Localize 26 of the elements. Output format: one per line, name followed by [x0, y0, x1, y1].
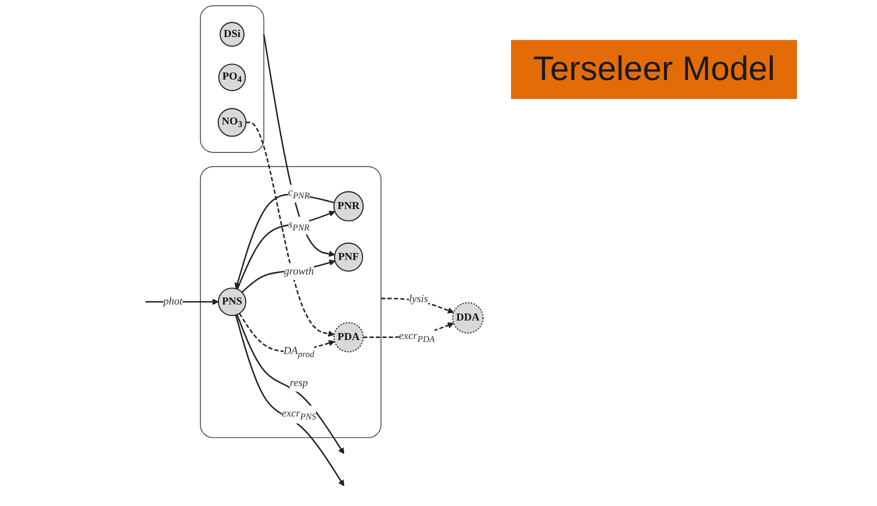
edge-label: excr$_{PDA}$ — [398, 330, 435, 344]
edge-label: s$_{PNR}$ — [288, 218, 310, 232]
node-circle: PNR — [333, 191, 364, 222]
node-circle: PO$_{4}$ — [218, 64, 246, 92]
cluster — [200, 5, 264, 153]
arrow — [246, 122, 334, 337]
arrow — [236, 210, 336, 290]
node-circle: NO$_{3}$ — [218, 108, 246, 137]
arrow — [234, 194, 335, 289]
node-circle: PNF — [334, 242, 364, 272]
node-circle: DDA — [452, 302, 484, 334]
arrow — [235, 314, 344, 486]
cluster — [200, 166, 382, 438]
edge-label: lysis — [408, 293, 428, 305]
edge-label: resp — [290, 377, 308, 389]
edge-label: c$_{PNR}$ — [288, 186, 310, 200]
node-circle: PDA — [333, 322, 364, 352]
node-circle: DSi — [220, 22, 245, 47]
edge-label: DA$_{prod}$ — [283, 345, 314, 360]
arrow — [381, 298, 454, 314]
edge-label: growth — [284, 266, 314, 278]
title: Terseleer Model — [511, 40, 797, 99]
arrow — [242, 260, 336, 293]
arrow — [263, 34, 336, 257]
node-circle: PNS — [218, 288, 246, 316]
edge-label: excr$_{PNS}$ — [282, 408, 316, 422]
